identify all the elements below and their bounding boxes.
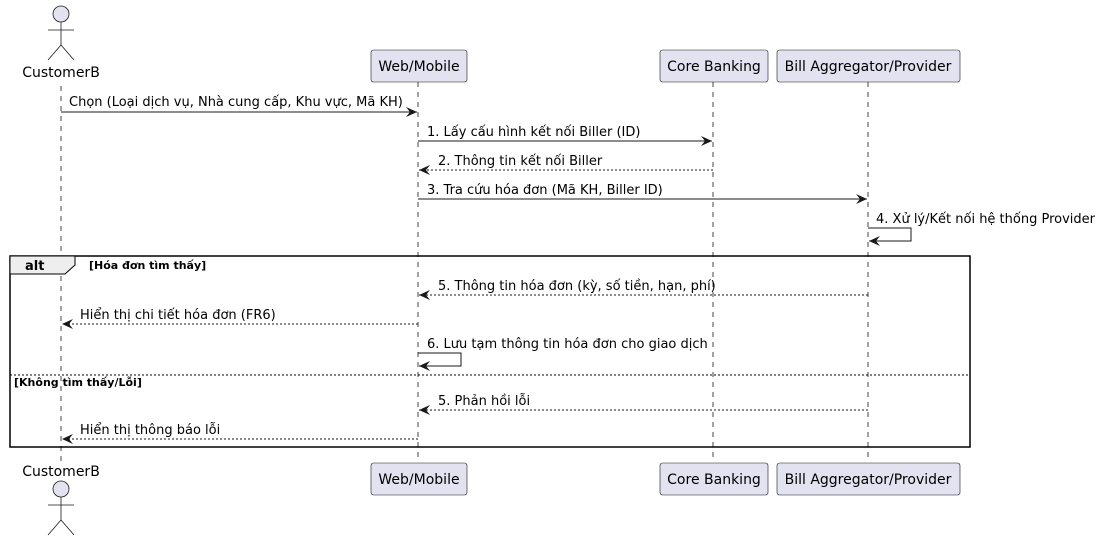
actor-customer-bottom: CustomerB xyxy=(22,464,100,536)
participant-bill-bottom: Bill Aggregator/Provider xyxy=(776,462,961,496)
svg-text:5. Phản hồi lỗi: 5. Phản hồi lỗi xyxy=(438,394,530,409)
svg-text:Bill Aggregator/Provider: Bill Aggregator/Provider xyxy=(785,472,952,488)
actor-customer-top-label: CustomerB xyxy=(22,65,100,81)
alt-guard-error: [Không tìm thấy/Lỗi] xyxy=(14,376,142,389)
svg-text:Core Banking: Core Banking xyxy=(667,59,761,75)
svg-text:Hiển thị chi tiết hóa đơn (FR6: Hiển thị chi tiết hóa đơn (FR6) xyxy=(80,308,276,323)
message-3: 3. Tra cứu hóa đơn (Mã KH, Biller ID) xyxy=(418,183,867,204)
message-5: 5. Thông tin hóa đơn (kỳ, số tiền, hạn, … xyxy=(419,279,868,300)
svg-text:Core Banking: Core Banking xyxy=(667,472,761,488)
message-6: Hiển thị chi tiết hóa đơn (FR6) xyxy=(62,308,418,329)
svg-text:Chọn (Loại dịch vụ, Nhà cung c: Chọn (Loại dịch vụ, Nhà cung cấp, Khu vự… xyxy=(69,95,403,110)
alt-guard-found: [Hóa đơn tìm thấy] xyxy=(89,259,206,272)
message-0: Chọn (Loại dịch vụ, Nhà cung cấp, Khu vự… xyxy=(61,95,417,117)
participant-bill-top: Bill Aggregator/Provider xyxy=(776,49,961,83)
svg-text:5. Thông tin hóa đơn (kỳ, số t: 5. Thông tin hóa đơn (kỳ, số tiền, hạn, … xyxy=(438,279,716,294)
actor-customer-bottom-label: CustomerB xyxy=(22,464,100,480)
participant-core-bottom: Core Banking xyxy=(659,462,769,496)
svg-text:6. Lưu tạm thông tin hóa đơn c: 6. Lưu tạm thông tin hóa đơn cho giao dị… xyxy=(427,337,708,352)
svg-text:1. Lấy cấu hình kết nối Biller: 1. Lấy cấu hình kết nối Biller (ID) xyxy=(427,125,640,140)
message-8: 5. Phản hồi lỗi xyxy=(419,394,868,415)
actor-customer-top: CustomerB xyxy=(22,5,100,81)
message-7-self: 6. Lưu tạm thông tin hóa đơn cho giao dị… xyxy=(418,337,708,371)
alt-keyword: alt xyxy=(25,259,44,274)
svg-text:2. Thông tin kết nối Biller: 2. Thông tin kết nối Biller xyxy=(438,154,603,169)
message-4-self: 4. Xử lý/Kết nối hệ thống Provider xyxy=(868,212,1096,246)
message-1: 1. Lấy cấu hình kết nối Biller (ID) xyxy=(418,125,712,146)
svg-text:Hiển thị thông báo lỗi: Hiển thị thông báo lỗi xyxy=(80,423,220,438)
svg-text:Web/Mobile: Web/Mobile xyxy=(378,472,459,488)
participant-web-bottom: Web/Mobile xyxy=(370,462,468,496)
svg-text:Bill Aggregator/Provider: Bill Aggregator/Provider xyxy=(785,59,952,75)
svg-text:4. Xử lý/Kết nối hệ thống Prov: 4. Xử lý/Kết nối hệ thống Provider xyxy=(876,212,1096,227)
participant-core-top: Core Banking xyxy=(659,49,769,83)
svg-text:3. Tra cứu hóa đơn (Mã KH, Bil: 3. Tra cứu hóa đơn (Mã KH, Biller ID) xyxy=(427,183,663,198)
svg-text:Web/Mobile: Web/Mobile xyxy=(378,59,459,75)
message-2: 2. Thông tin kết nối Biller xyxy=(419,154,713,175)
message-9: Hiển thị thông báo lỗi xyxy=(62,423,418,444)
participant-web-top: Web/Mobile xyxy=(370,49,468,83)
alt-fragment: alt [Hóa đơn tìm thấy] [Không tìm thấy/L… xyxy=(9,255,971,448)
